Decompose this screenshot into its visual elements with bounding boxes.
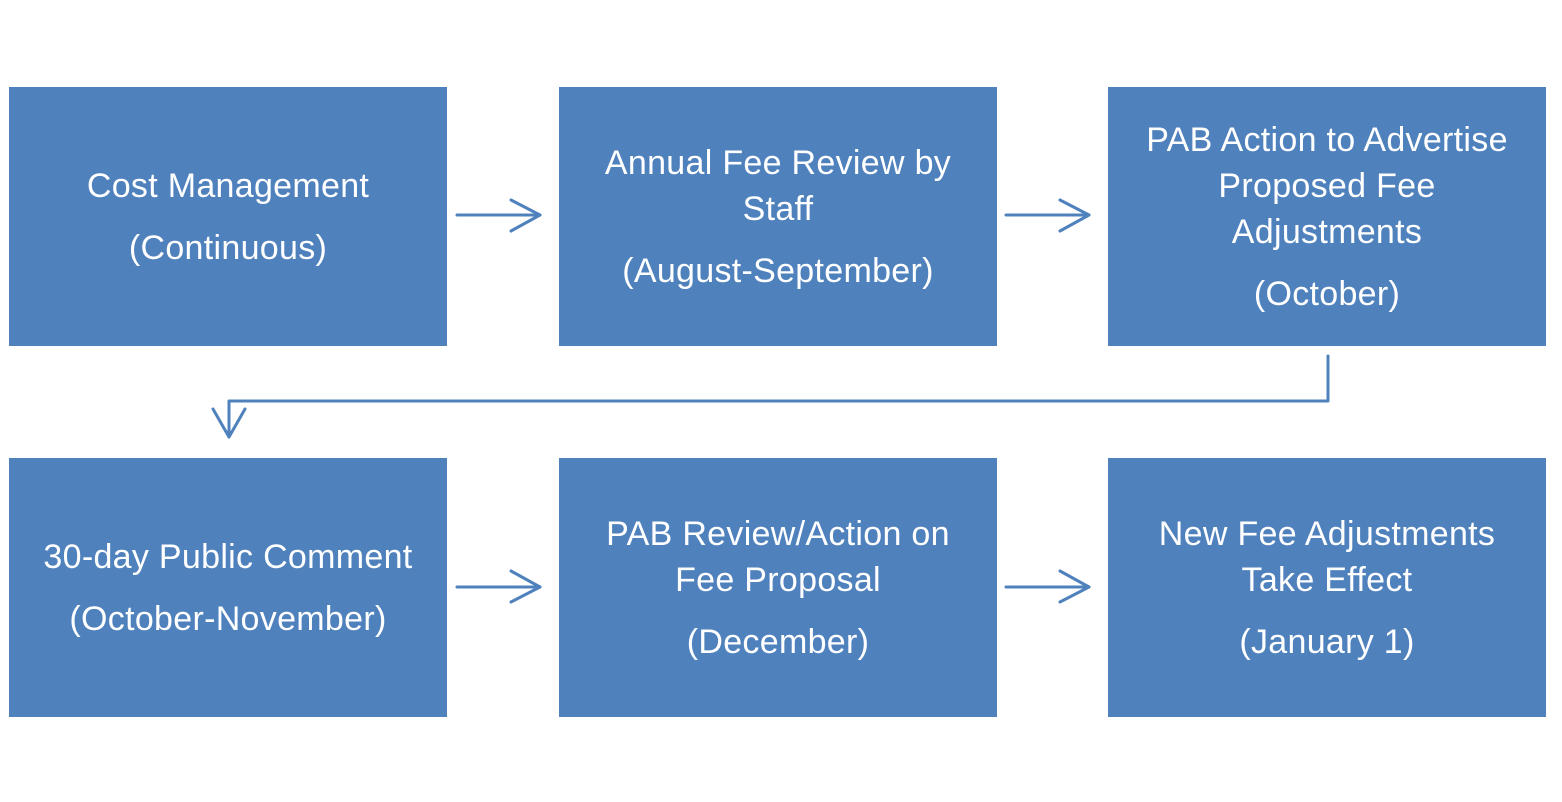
step-title: Annual Fee Review by Staff (604, 143, 952, 228)
step-cost-management: Cost Management (Continuous) (9, 87, 447, 346)
arrow-comment-to-pab-review (455, 569, 542, 604)
arrow-pab-review-to-effect (1004, 569, 1091, 604)
step-period: (October-November) (69, 599, 387, 638)
step-period: (October) (1253, 274, 1401, 313)
step-title: PAB Action to Advertise Proposed Fee Adj… (1146, 120, 1508, 251)
step-title: New Fee Adjustments Take Effect (1158, 514, 1496, 599)
arrow-review-to-advertise (1004, 198, 1091, 233)
step-period: (December) (686, 622, 870, 661)
step-new-fee-adjustments: New Fee Adjustments Take Effect (January… (1108, 458, 1546, 717)
step-annual-fee-review: Annual Fee Review by Staff (August-Septe… (559, 87, 997, 346)
step-period: (Continuous) (128, 228, 328, 267)
step-title: Cost Management (86, 166, 370, 205)
arrow-advertise-to-comment (211, 354, 1330, 439)
step-title: 30-day Public Comment (43, 537, 413, 576)
step-pab-action-advertise: PAB Action to Advertise Proposed Fee Adj… (1108, 87, 1546, 346)
step-period: (January 1) (1239, 622, 1415, 661)
step-period: (August-September) (622, 251, 934, 290)
step-public-comment: 30-day Public Comment (October-November) (9, 458, 447, 717)
step-pab-review-action: PAB Review/Action on Fee Proposal (Decem… (559, 458, 997, 717)
step-title: PAB Review/Action on Fee Proposal (606, 514, 950, 599)
arrow-cost-to-review (455, 198, 542, 233)
